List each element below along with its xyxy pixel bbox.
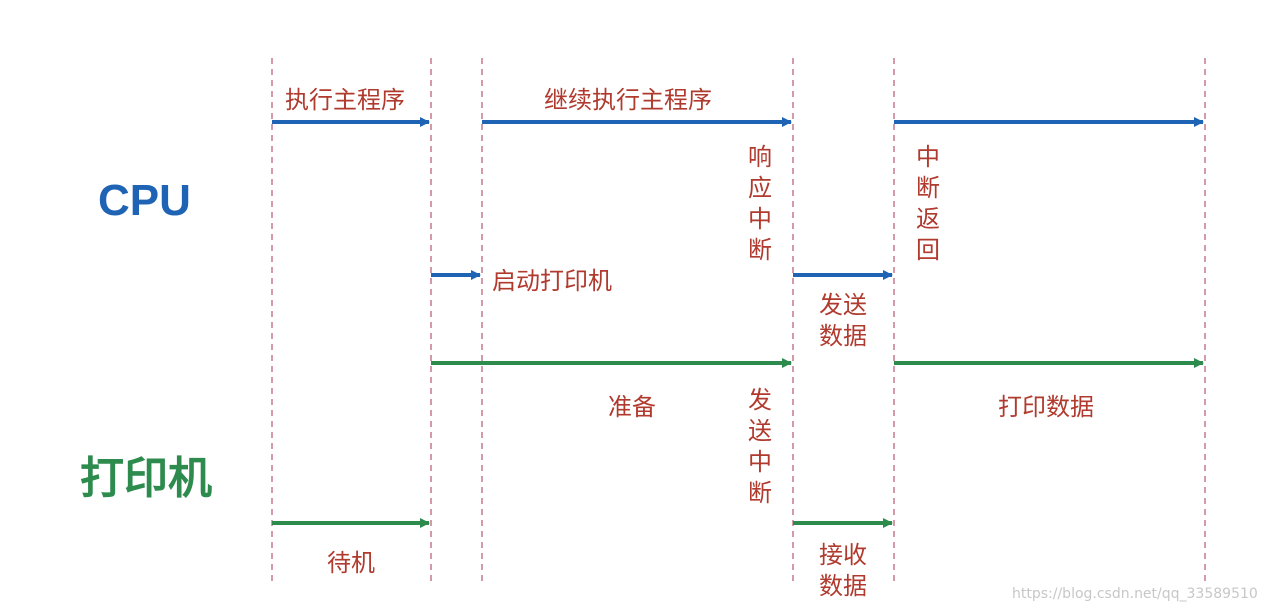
send-data-label: 发送数据 — [819, 291, 867, 350]
start-printer-label: 启动打印机 — [492, 267, 612, 295]
send-interrupt-label: 发送中断 — [748, 386, 772, 507]
watermark-url: https://blog.csdn.net/qq_33589510 — [1012, 586, 1258, 602]
prepare-label: 准备 — [608, 393, 656, 421]
cpu-row-label: CPU — [98, 176, 191, 225]
execute-main-label: 执行主程序 — [285, 86, 405, 114]
respond-interrupt-label: 响应中断 — [748, 143, 772, 264]
interrupt-return-label: 中断返回 — [916, 143, 940, 264]
printer-row-label: 打印机 — [80, 453, 212, 504]
standby-label: 待机 — [327, 549, 375, 577]
continue-main-label: 继续执行主程序 — [544, 86, 712, 114]
print-data-label: 打印数据 — [998, 393, 1094, 421]
receive-data-label: 接收数据 — [819, 541, 867, 600]
